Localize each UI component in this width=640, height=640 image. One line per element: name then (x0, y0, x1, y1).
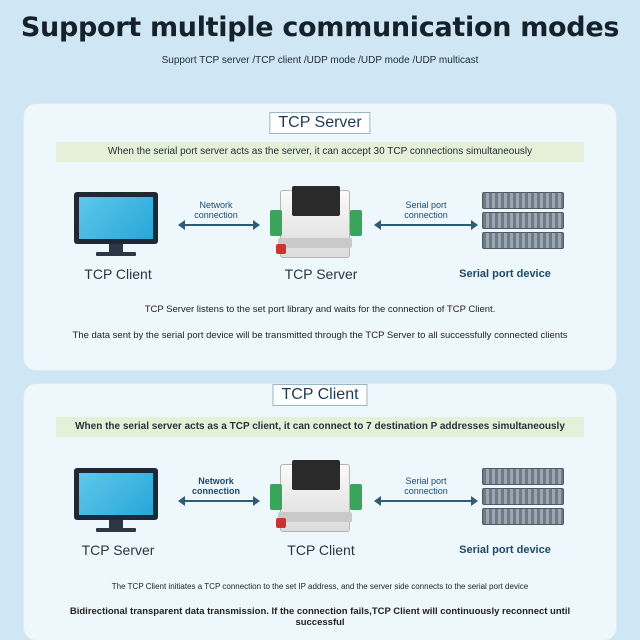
page-subtitle: Support TCP server /TCP client /UDP mode… (161, 55, 479, 66)
page-title: Support multiple communication modes (20, 12, 620, 43)
serial-server-device-icon (264, 186, 368, 266)
mode-description: When the serial port server acts as the … (56, 142, 584, 162)
explanation-line-1: The TCP Client initiates a TCP connectio… (111, 582, 529, 591)
server-rack-icon (482, 192, 564, 250)
double-arrow-icon (374, 220, 478, 230)
tcp-client-panel: TCP Client When the serial server acts a… (24, 384, 616, 640)
right-node-label: Serial port device (459, 268, 551, 280)
mode-title: TCP Client (272, 384, 368, 406)
explanation-line-1: TCP Server listens to the set port libra… (144, 304, 496, 315)
explanation-line-2: Bidirectional transparent data transmiss… (69, 606, 571, 628)
double-arrow-icon (374, 496, 478, 506)
explanation-line-2: The data sent by the serial port device … (72, 330, 568, 341)
server-rack-icon (482, 468, 564, 526)
network-connection-label: Network connection (191, 476, 240, 496)
serial-port-connection-label: Serial port connection (404, 200, 448, 220)
double-arrow-icon (178, 220, 260, 230)
center-node-label: TCP Server (284, 266, 358, 282)
serial-port-connection-label: Serial port connection (404, 476, 448, 496)
serial-server-device-icon (264, 460, 368, 540)
mode-title: TCP Server (269, 112, 371, 134)
left-node-label: TCP Client (84, 266, 152, 282)
network-connection-label: Network connection (194, 200, 238, 220)
center-node-label: TCP Client (287, 542, 355, 558)
double-arrow-icon (178, 496, 260, 506)
tcp-server-panel: TCP Server When the serial port server a… (24, 104, 616, 370)
right-node-label: Serial port device (459, 544, 551, 556)
left-node-label: TCP Server (81, 542, 155, 558)
mode-description: When the serial server acts as a TCP cli… (56, 417, 584, 437)
